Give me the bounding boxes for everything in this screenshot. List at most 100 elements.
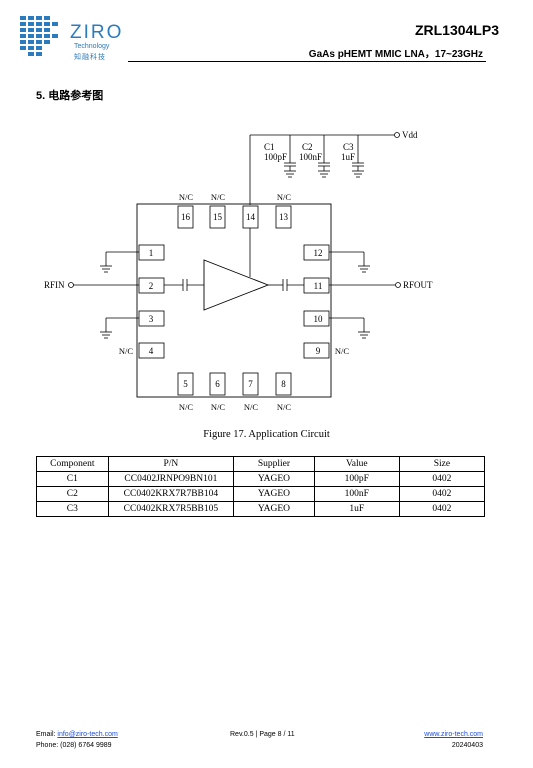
pin-11-number: 11 xyxy=(314,281,323,291)
pin-15-pad xyxy=(209,205,226,229)
cell-pn: CC0402JRNPO9BN101 xyxy=(107,471,235,487)
c3-name: C3 xyxy=(343,142,354,152)
cell-size: 0402 xyxy=(398,486,486,502)
capacitor-c3-symbol xyxy=(352,135,364,178)
pin-6-pad xyxy=(209,372,226,396)
pin-8-pad xyxy=(275,372,292,396)
package-outline xyxy=(136,203,332,398)
nc-label-pin7: N/C xyxy=(244,402,259,412)
pin-3-pad xyxy=(138,310,165,327)
pin-8-number: 8 xyxy=(281,379,286,389)
nc-label-pin16: N/C xyxy=(179,192,194,202)
c3-value: 1uF xyxy=(341,152,355,162)
col-header-value: Value xyxy=(313,456,400,472)
pin-1-number: 1 xyxy=(149,248,154,258)
table-row: C1 CC0402JRNPO9BN101 YAGEO 100pF 0402 xyxy=(36,471,486,487)
table-row: C3 CC0402KRX7R5BB105 YAGEO 1uF 0402 xyxy=(36,501,486,517)
pin-1-pad xyxy=(138,244,165,261)
phone-label: Phone: xyxy=(36,742,59,749)
rf-signal-path xyxy=(68,228,401,291)
pin-11-pad xyxy=(303,277,330,294)
cell-size: 0402 xyxy=(398,471,486,487)
pin-12-number: 12 xyxy=(314,248,323,258)
bom-table: Component P/N Supplier Value Size C1 CC0… xyxy=(36,456,486,517)
pin-14-number: 14 xyxy=(246,212,256,222)
pin-13-pad xyxy=(275,205,292,229)
ground-pin12-icon xyxy=(329,251,370,273)
c2-name: C2 xyxy=(302,142,313,152)
footer-revision: Rev.0.5 | Page 8 / 11 xyxy=(230,731,295,738)
c1-value: 100pF xyxy=(264,152,287,162)
nc-label-pin4: N/C xyxy=(119,346,134,356)
cell-component: C2 xyxy=(36,486,109,502)
rfin-label: RFIN xyxy=(44,280,65,290)
pin-9-pad xyxy=(303,342,330,359)
capacitor-c2-symbol xyxy=(318,135,330,178)
c1-name: C1 xyxy=(264,142,275,152)
cell-pn: CC0402KRX7R5BB105 xyxy=(107,501,235,517)
pin-7-number: 7 xyxy=(248,379,253,389)
ground-pin10-icon xyxy=(329,317,370,339)
website-link[interactable]: www.ziro-tech.com xyxy=(424,731,483,738)
email-link[interactable]: info@ziro-tech.com xyxy=(57,731,118,738)
col-header-pn: P/N xyxy=(107,456,235,472)
nc-label-pin8: N/C xyxy=(277,402,292,412)
cell-supplier: YAGEO xyxy=(233,501,315,517)
company-logo: ZIRO Technology 知融科技 xyxy=(18,14,128,66)
pin-2-pad xyxy=(138,277,165,294)
vdd-rail xyxy=(249,132,400,205)
footer-contact: Email: info@ziro-tech.com Phone: (028) 6… xyxy=(36,731,118,753)
pin-10-number: 10 xyxy=(314,314,324,324)
pin-3-number: 3 xyxy=(149,314,154,324)
col-header-size: Size xyxy=(398,456,486,472)
pin-4-number: 4 xyxy=(149,346,154,356)
pin-7-pad xyxy=(242,372,259,396)
cell-component: C1 xyxy=(36,471,109,487)
pin-2-number: 2 xyxy=(149,281,154,291)
pin-10-pad xyxy=(303,310,330,327)
capacitor-c1-symbol xyxy=(284,135,296,178)
table-row: C2 CC0402KRX7R7BB104 YAGEO 100nF 0402 xyxy=(36,486,486,502)
cell-supplier: YAGEO xyxy=(233,486,315,502)
nc-label-pin13: N/C xyxy=(277,192,292,202)
cell-value: 1uF xyxy=(313,501,400,517)
nc-label-pin6: N/C xyxy=(211,402,226,412)
cell-size: 0402 xyxy=(398,501,486,517)
document-subtitle: GaAs pHEMT MMIC LNA，17~23GHz xyxy=(308,49,483,60)
phone-number: (028) 6764 9989 xyxy=(60,742,112,749)
vdd-label: Vdd xyxy=(402,130,418,140)
figure-caption: Figure 17. Application Circuit xyxy=(203,429,330,440)
col-header-supplier: Supplier xyxy=(233,456,315,472)
pin-5-pad xyxy=(177,372,194,396)
cell-supplier: YAGEO xyxy=(233,471,315,487)
pin-6-number: 6 xyxy=(215,379,220,389)
pin-12-pad xyxy=(303,244,330,261)
part-number: ZRL1304LP3 xyxy=(414,22,499,38)
cell-pn: CC0402KRX7R7BB104 xyxy=(107,486,235,502)
section-title: 5. 电路参考图 xyxy=(36,90,104,102)
footer-date: 20240403 xyxy=(451,742,483,749)
pin-9-number: 9 xyxy=(316,346,321,356)
cell-value: 100nF xyxy=(313,486,400,502)
nc-label-pin5: N/C xyxy=(179,402,194,412)
cell-component: C3 xyxy=(36,501,109,517)
pin-16-pad xyxy=(177,205,194,229)
application-circuit-diagram: Vdd C1 100pF C2 100nF C3 1uF xyxy=(44,130,433,412)
logo-mark-icon xyxy=(20,16,58,56)
c2-value: 100nF xyxy=(299,152,322,162)
logo-chinese-text: 知融科技 xyxy=(74,54,106,61)
nc-label-pin9: N/C xyxy=(335,346,350,356)
pin-4-pad xyxy=(138,342,165,359)
ground-pin1-icon xyxy=(100,251,139,273)
pin-13-number: 13 xyxy=(279,212,289,222)
col-header-component: Component xyxy=(36,456,109,472)
pin-15-number: 15 xyxy=(213,212,223,222)
logo-subtext: Technology xyxy=(74,43,110,50)
nc-label-pin15: N/C xyxy=(211,192,226,202)
pin-16-number: 16 xyxy=(181,212,191,222)
cell-value: 100pF xyxy=(313,471,400,487)
pin-14-pad xyxy=(242,205,259,229)
email-label: Email: xyxy=(36,731,56,738)
footer-right: www.ziro-tech.com 20240403 xyxy=(424,731,483,753)
amplifier-triangle-icon xyxy=(203,259,270,311)
